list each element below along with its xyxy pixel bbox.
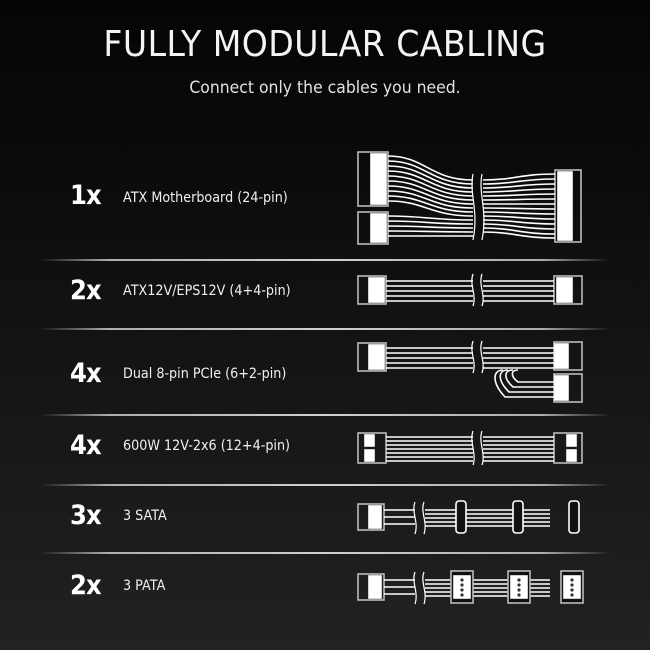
cable-row-12v-2x6: 4x 600W 12V-2x6 (12+4-pin) xyxy=(0,416,650,484)
cable-label: 3 SATA xyxy=(123,508,167,524)
page-subtitle: Connect only the cables you need. xyxy=(189,78,461,98)
cable-label: 600W 12V-2x6 (12+4-pin) xyxy=(123,438,291,454)
cable-label: Dual 8-pin PCIe (6+2-pin) xyxy=(123,366,287,382)
cable-quantity: 4x xyxy=(70,358,102,389)
pcie-dual-cable-icon xyxy=(355,340,585,405)
cable-row-pcie: 4x Dual 8-pin PCIe (6+2-pin) xyxy=(0,330,650,415)
cable-label: ATX Motherboard (24-pin) xyxy=(123,190,288,206)
page-title: FULLY MODULAR CABLING xyxy=(103,24,547,65)
row-divider xyxy=(40,552,610,554)
row-divider xyxy=(40,259,610,261)
12v-2x6-cable-icon xyxy=(355,430,585,466)
cable-label: ATX12V/EPS12V (4+4-pin) xyxy=(123,283,291,299)
pata-cable-icon xyxy=(355,568,585,606)
cable-quantity: 4x xyxy=(70,430,102,461)
cable-quantity: 2x xyxy=(70,275,102,306)
atx-24pin-cable-icon xyxy=(355,150,585,246)
row-divider xyxy=(40,328,610,330)
cable-quantity: 3x xyxy=(70,500,102,531)
eps-cable-icon xyxy=(355,273,585,307)
sata-cable-icon xyxy=(355,498,585,536)
cable-quantity: 1x xyxy=(70,180,102,211)
cable-row-pata: 2x 3 PATA xyxy=(0,554,650,624)
row-divider xyxy=(40,484,610,486)
cable-row-sata: 3x 3 SATA xyxy=(0,486,650,552)
cable-quantity: 2x xyxy=(70,570,102,601)
cable-row-eps: 2x ATX12V/EPS12V (4+4-pin) xyxy=(0,261,650,329)
row-divider xyxy=(40,414,610,416)
cable-row-atx: 1x ATX Motherboard (24-pin) xyxy=(0,150,650,260)
cable-label: 3 PATA xyxy=(123,578,166,594)
